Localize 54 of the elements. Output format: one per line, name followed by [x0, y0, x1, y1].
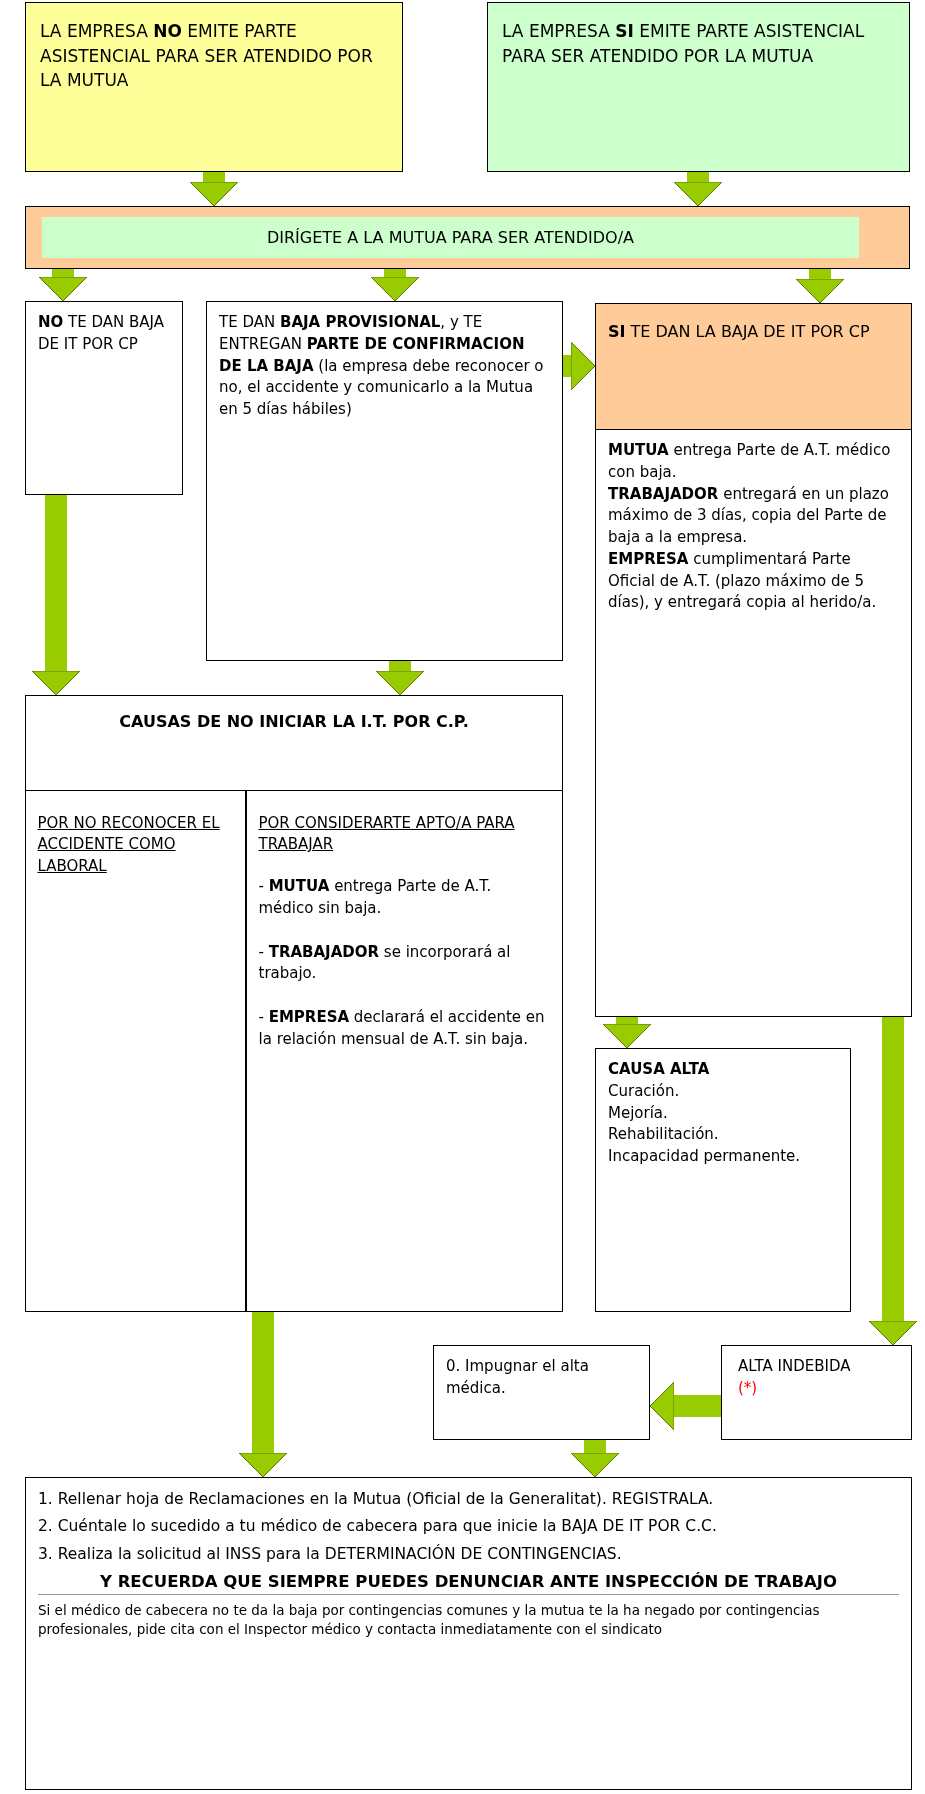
body-text: Si el médico de cabecera no te da la baja por contingencias comunes y la mutua te la ha negado por contingencias profesionales, pide cita con el Inspector médico y contacta inmediatamente con el sindicato	[38, 1601, 821, 1640]
box-text: LA EMPRESA SI EMITE PARTE ASISTENCIAL PARA SER ATENDIDO POR LA MUTUA	[502, 20, 866, 68]
body-text: 3. Realiza la solicitud al INSS para la DETERMINACIÓN DE CONTINGENCIAS.	[38, 1543, 623, 1565]
body-text: TRABAJADOR entregará en un plazo máximo de 3 días, copia del Parte de baja a la empresa.	[607, 483, 890, 548]
process-box	[25, 695, 563, 1312]
process-box	[245, 789, 563, 1312]
arrow	[31, 495, 81, 696]
body-text: 2. Cuéntale lo sucedido a tu médico de cabecera para que inicie la BAJA DE IT POR C.C.	[38, 1516, 718, 1538]
box-text: LA EMPRESA NO EMITE PARTE ASISTENCIAL PARA SER ATENDIDO POR LA MUTUA	[40, 20, 374, 93]
box-text: 0. Impugnar el alta médica.	[446, 1356, 590, 1399]
arrow	[375, 661, 425, 696]
box-text: NO TE DAN BAJA DE IT POR CP	[38, 312, 165, 355]
body-text: Rehabilitación.	[608, 1124, 720, 1146]
body-text: Curación.	[608, 1080, 681, 1102]
body-text: - TRABAJADOR se incorporará al trabajo.	[258, 941, 512, 985]
box-text: CAUSA ALTA	[608, 1059, 711, 1080]
box-text: TE DAN BAJA PROVISIONAL, y TE ENTREGAN PARTE DE CONFIRMACION DE LA BAJA (la empresa debe reconocer o no, el accidente y comunicarlo a la Mutua en 5 días hábiles)	[219, 312, 545, 420]
process-box	[25, 206, 910, 269]
process-box	[433, 1345, 650, 1440]
arrow	[38, 269, 88, 302]
body-text: Y RECUERDA QUE SIEMPRE PUEDES DENUNCIAR ANTE INSPECCIÓN DE TRABAJO	[38, 1570, 899, 1596]
arrow	[795, 269, 845, 304]
arrow	[189, 172, 239, 207]
box-text: CAUSAS DE NO INICIAR LA I.T. POR C.P.	[118, 711, 470, 733]
body-text: (*)	[737, 1377, 759, 1399]
box-text: ALTA INDEBIDA	[737, 1356, 852, 1377]
box-text: POR NO RECONOCER EL ACCIDENTE COMO LABORAL	[37, 812, 221, 877]
body-text: Mejoría.	[608, 1102, 669, 1124]
process-box	[25, 1477, 912, 1790]
arrow	[370, 269, 420, 302]
process-box	[25, 301, 183, 495]
process-box	[206, 301, 563, 661]
arrow	[868, 1017, 918, 1346]
body-text: MUTUA entrega Parte de A.T. médico con baja.	[607, 440, 892, 483]
box-text: POR CONSIDERARTE APTO/A PARA TRABAJAR	[258, 812, 516, 856]
arrow	[238, 1312, 288, 1478]
body-text: EMPRESA cumplimentará Parte Oficial de A.T. (plazo máximo de 5 días), y entregará copia al herido/a.	[607, 548, 878, 614]
arrow	[602, 1017, 652, 1049]
arrow	[673, 172, 723, 207]
header-text: SI TE DAN LA BAJA DE IT POR CP	[596, 304, 911, 430]
box-text: 1. Rellenar hoja de Reclamaciones en la Mutua (Oficial de la Generalitat). REGISTRALA.	[38, 1489, 715, 1510]
arrow	[570, 1440, 620, 1478]
process-box	[25, 2, 403, 172]
body-text: - EMPRESA declarará el accidente en la relación mensual de A.T. sin baja.	[258, 1007, 546, 1050]
process-box	[721, 1345, 912, 1440]
body-text: Incapacidad permanente.	[608, 1146, 802, 1167]
body-text: - MUTUA entrega Parte de A.T. médico sin baja.	[258, 876, 493, 919]
arrow	[563, 341, 596, 391]
box-text: DIRÍGETE A LA MUTUA PARA SER ATENDIDO/A	[42, 217, 859, 259]
process-box	[595, 1048, 851, 1312]
process-box	[24, 789, 246, 1312]
arrow	[649, 1381, 721, 1431]
process-box	[595, 303, 912, 1017]
process-box	[487, 2, 910, 172]
